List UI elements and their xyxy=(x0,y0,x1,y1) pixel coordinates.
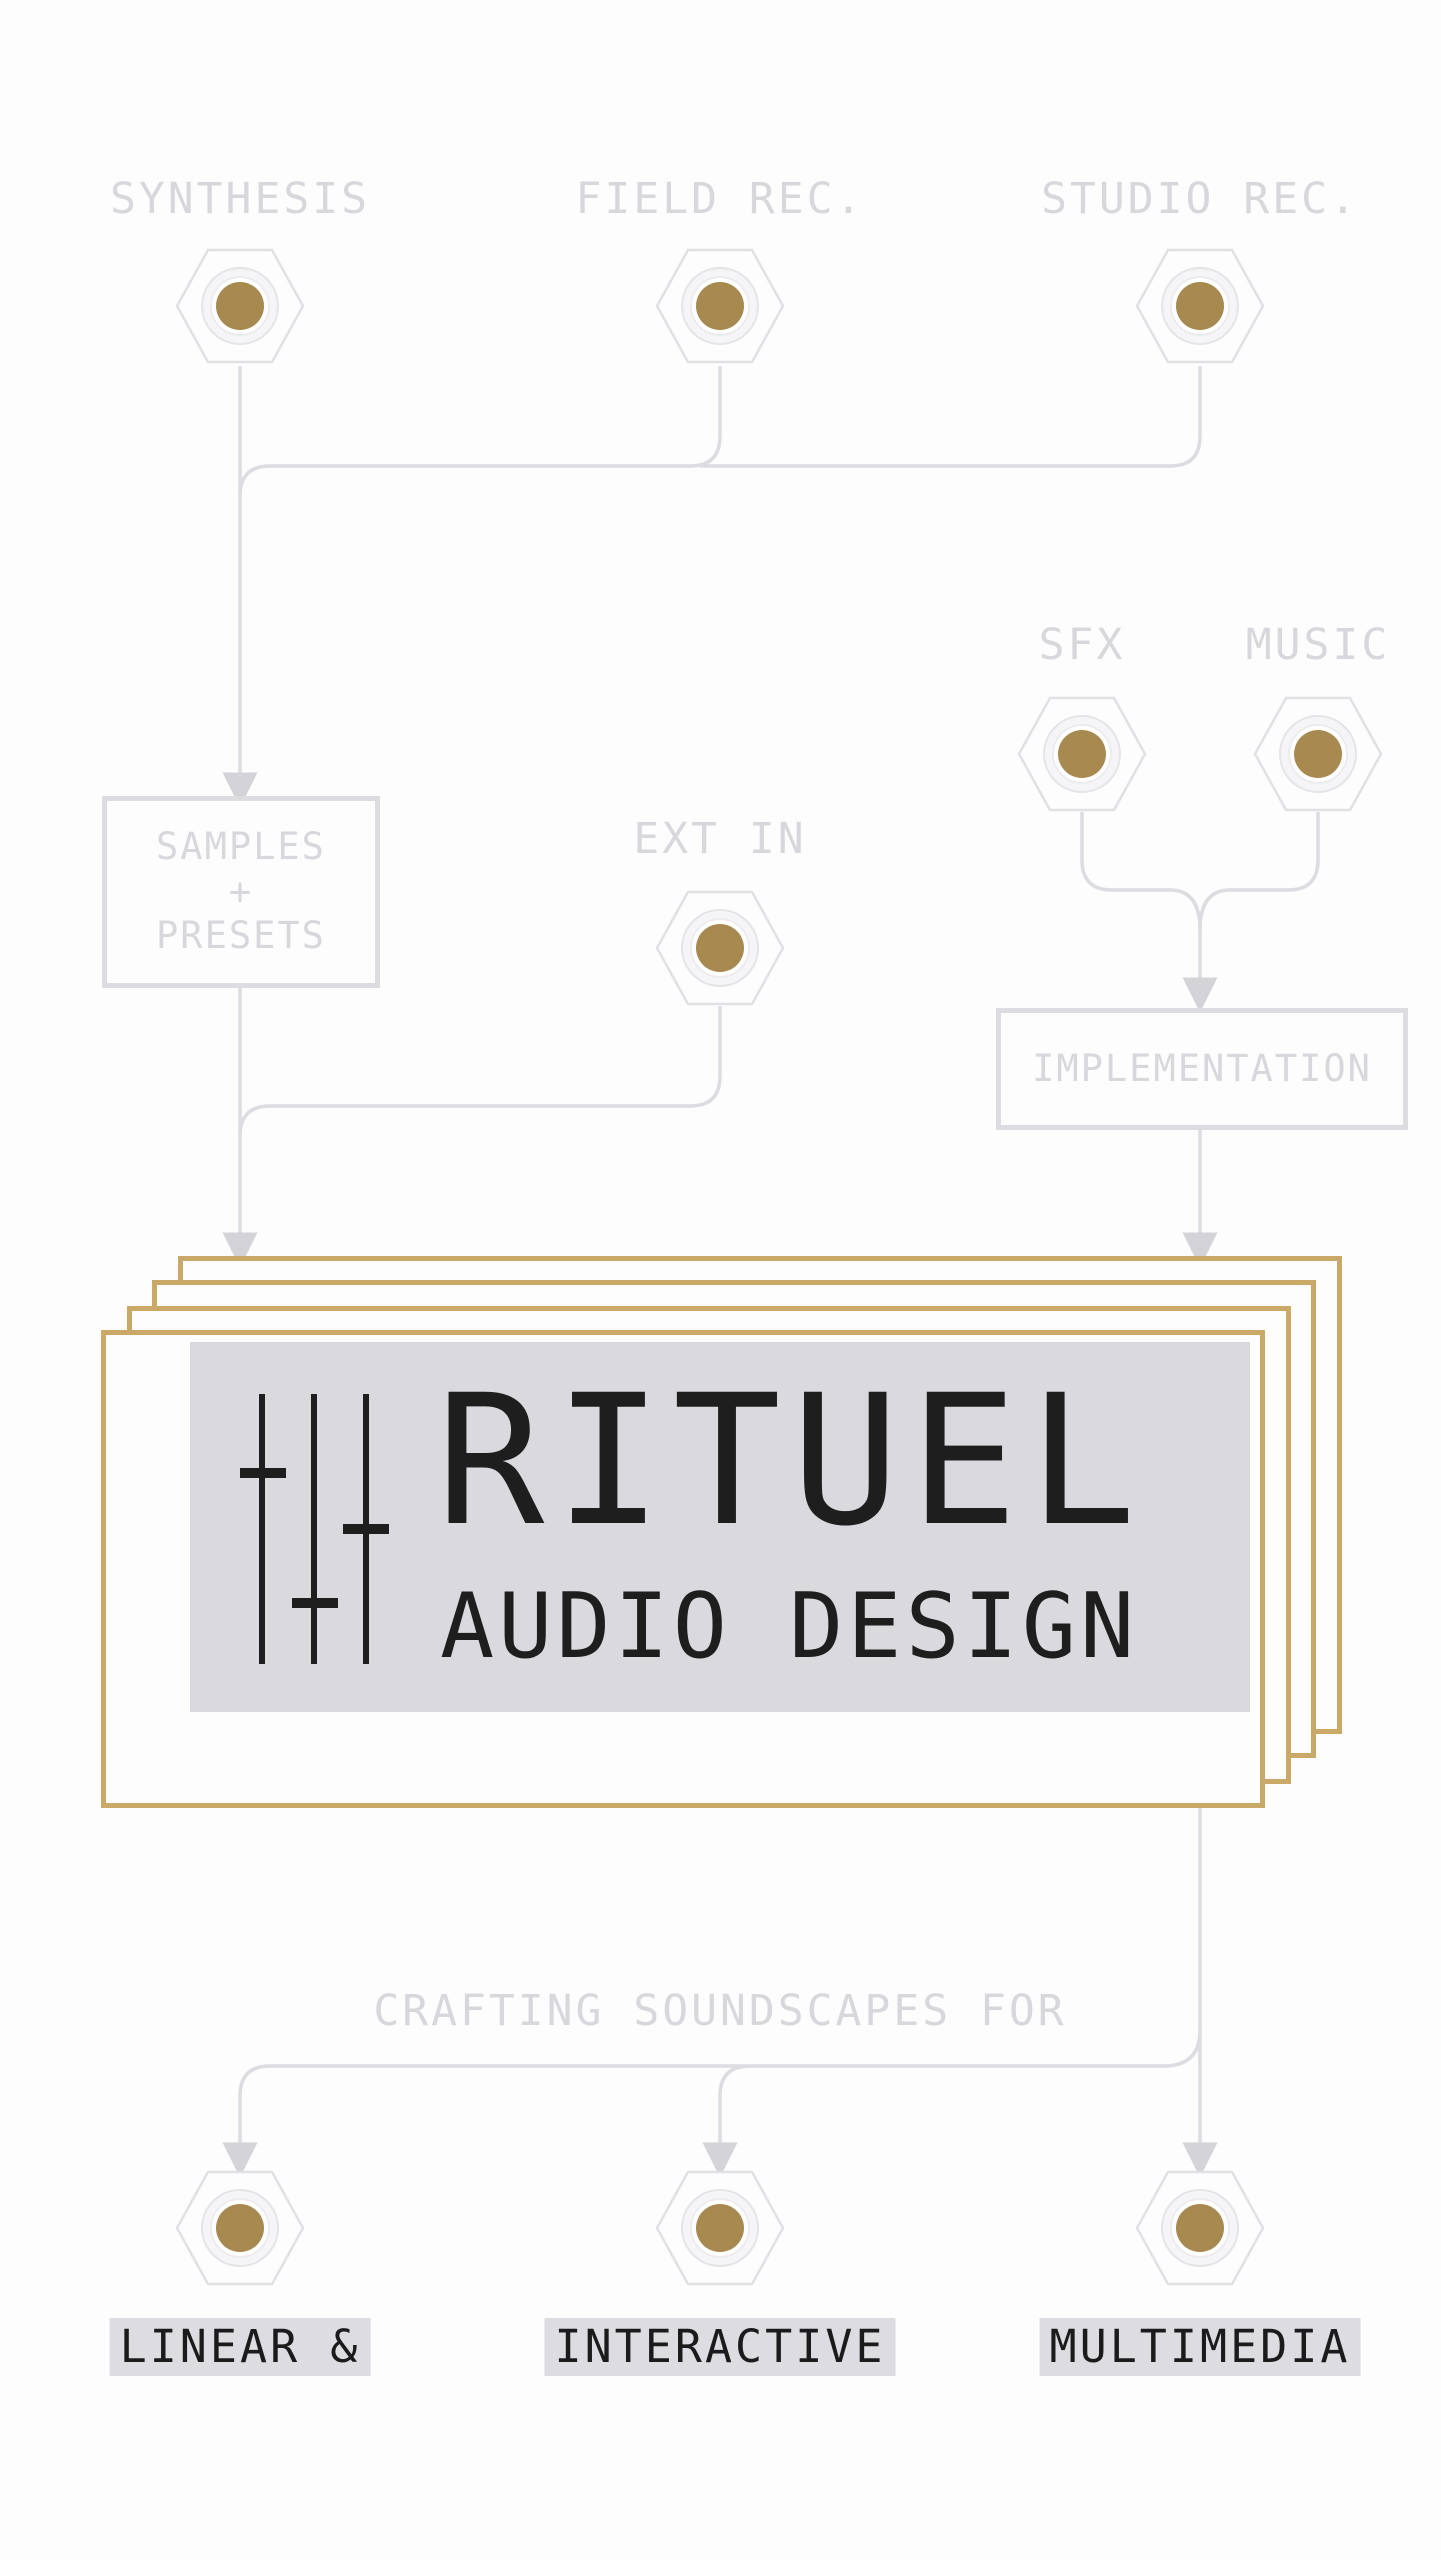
cable-to-linear xyxy=(222,2029,1202,2178)
jack-ext-in[interactable] xyxy=(655,890,785,1006)
label-synthesis: SYNTHESIS xyxy=(110,174,370,224)
samples-presets-box: SAMPLES + PRESETS xyxy=(102,796,380,988)
cable-field-rec xyxy=(238,366,722,497)
cable-studio-rec xyxy=(700,366,1202,468)
implementation-label: IMPLEMENTATION xyxy=(1032,1046,1372,1090)
label-studio-rec: STUDIO REC. xyxy=(1041,174,1359,224)
cable-sfx xyxy=(1080,812,1202,931)
tag-interactive: INTERACTIVE xyxy=(544,2318,896,2376)
presets-line: PRESETS xyxy=(156,914,326,958)
jack-field-rec[interactable] xyxy=(655,248,785,364)
logo-title: RITUEL xyxy=(436,1357,1147,1566)
label-field-rec: FIELD REC. xyxy=(575,174,865,224)
jack-interactive[interactable] xyxy=(655,2170,785,2286)
jack-sfx[interactable] xyxy=(1017,696,1147,812)
tagline: CRAFTING SOUNDSCAPES FOR xyxy=(365,1990,1075,2033)
jack-linear[interactable] xyxy=(175,2170,305,2286)
label-music: MUSIC xyxy=(1245,620,1391,670)
jack-music[interactable] xyxy=(1253,696,1383,812)
plus-line: + xyxy=(228,869,254,913)
implementation-box: IMPLEMENTATION xyxy=(996,1008,1408,1130)
logo-subtitle: AUDIO DESIGN xyxy=(440,1574,1139,1679)
cable-ext-in xyxy=(238,1006,722,1137)
label-sfx: SFX xyxy=(1038,620,1126,670)
tag-multimedia: MULTIMEDIA xyxy=(1039,2318,1361,2376)
jack-multimedia[interactable] xyxy=(1135,2170,1265,2286)
label-ext-in: EXT IN xyxy=(633,814,807,864)
jack-studio-rec[interactable] xyxy=(1135,248,1265,364)
fader-logo-icon xyxy=(240,1394,389,1664)
cable-music xyxy=(1198,812,1320,931)
cable-to-interactive xyxy=(702,2064,751,2178)
jack-synthesis[interactable] xyxy=(175,248,305,364)
tag-linear: LINEAR & xyxy=(109,2318,371,2376)
samples-line: SAMPLES xyxy=(156,825,326,869)
